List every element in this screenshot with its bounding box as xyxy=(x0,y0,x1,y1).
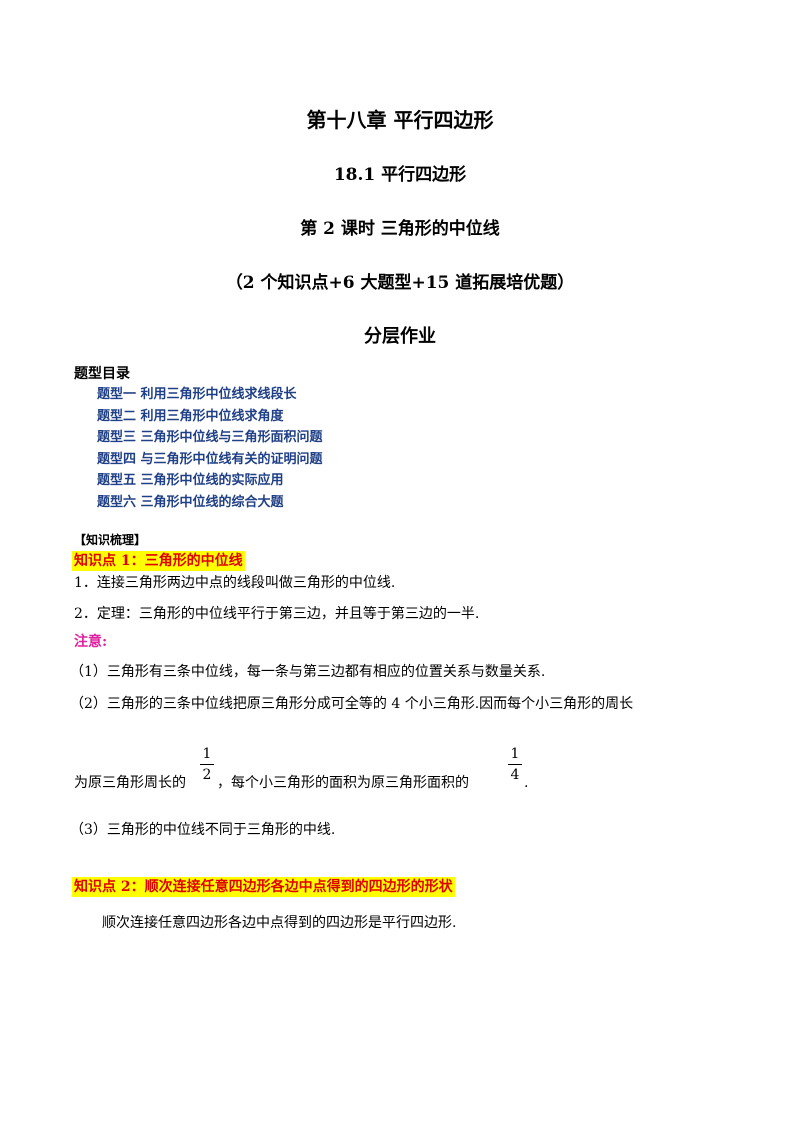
note-2-continued-c: . xyxy=(524,775,529,791)
subtitle: 分层作业 xyxy=(364,326,436,347)
toc-list: 题型一 利用三角形中位线求线段长 题型二 利用三角形中位线求角度 题型三 三角形… xyxy=(97,383,323,512)
fraction-denominator: 4 xyxy=(510,767,520,783)
note-2: （2）三角形的三条中位线把原三角形分成可全等的 4 个小三角形.因而每个小三角形… xyxy=(70,696,634,712)
fraction-bar xyxy=(508,764,522,765)
knowledge-section-tag: 【知识梳理】 xyxy=(74,533,147,547)
note-1: （1）三角形有三条中位线，每一条与第三边都有相应的位置关系与数量关系. xyxy=(70,664,546,680)
kp1-line-1: 1．连接三角形两边中点的线段叫做三角形的中位线. xyxy=(74,575,396,591)
knowledge-point-1-title: 知识点 1：三角形的中位线 xyxy=(72,551,245,571)
summary-line: （2 个知识点+6 大题型+15 道拓展培优题） xyxy=(225,273,575,293)
lesson-title: 第 2 课时 三角形的中位线 xyxy=(300,219,500,239)
fraction-numerator: 1 xyxy=(510,746,520,762)
fraction-bar xyxy=(200,764,214,765)
fraction-one-half: 1 2 xyxy=(200,745,214,784)
note-3: （3）三角形的中位线不同于三角形的中线. xyxy=(70,822,336,838)
toc-item[interactable]: 题型五 三角形中位线的实际应用 xyxy=(97,473,284,488)
toc-item[interactable]: 题型六 三角形中位线的综合大题 xyxy=(97,494,284,510)
toc-item[interactable]: 题型二 利用三角形中位线求角度 xyxy=(97,408,284,424)
toc-item[interactable]: 题型三 三角形中位线与三角形面积问题 xyxy=(97,430,323,445)
toc-title: 题型目录 xyxy=(74,366,130,382)
note-2-continued-b: ，每个小三角形的面积为原三角形面积的 xyxy=(217,775,469,791)
section-title: 18.1 平行四边形 xyxy=(333,165,467,185)
note-2-continued-a: 为原三角形周长的 xyxy=(74,775,186,791)
toc-item[interactable]: 题型一 利用三角形中位线求线段长 xyxy=(97,387,297,402)
kp2-line-1: 顺次连接任意四边形各边中点得到的四边形是平行四边形. xyxy=(102,915,457,931)
fraction-numerator: 1 xyxy=(202,746,212,762)
kp1-line-2: 2．定理：三角形的中位线平行于第三边，并且等于第三边的一半. xyxy=(74,606,480,622)
fraction-one-quarter: 1 4 xyxy=(508,745,522,784)
knowledge-point-2-title: 知识点 2：顺次连接任意四边形各边中点得到的四边形的形状 xyxy=(72,877,455,897)
note-label: 注意: xyxy=(74,634,108,650)
toc-item[interactable]: 题型四 与三角形中位线有关的证明问题 xyxy=(97,451,323,467)
chapter-title: 第十八章 平行四边形 xyxy=(306,108,494,132)
fraction-denominator: 2 xyxy=(202,767,212,783)
